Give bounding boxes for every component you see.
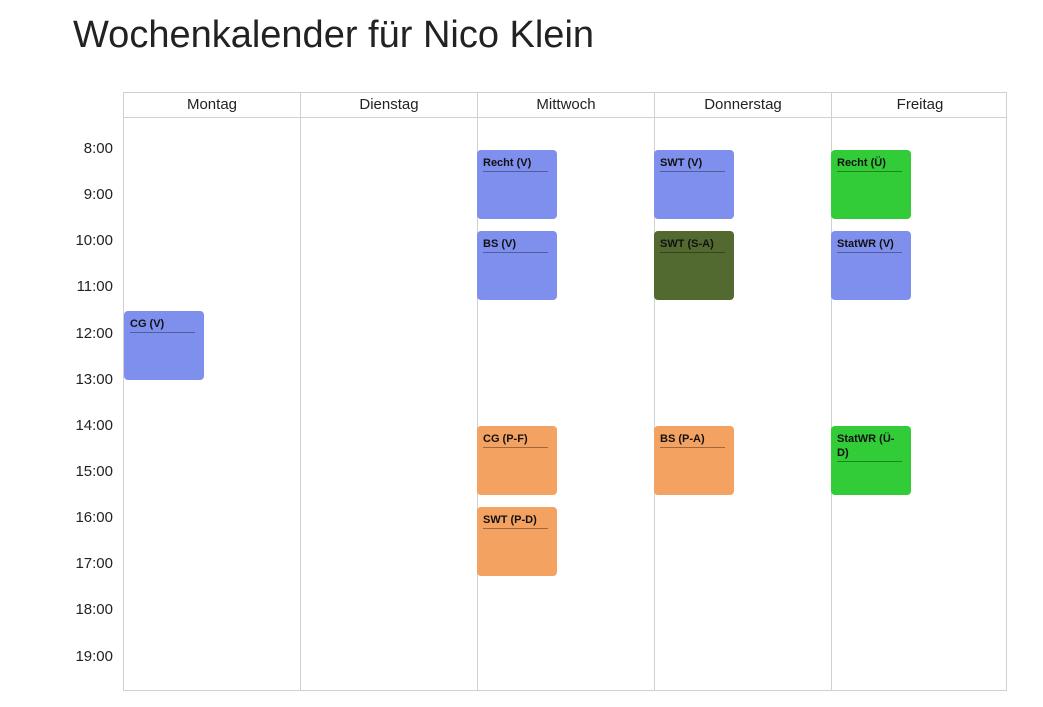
- page-title: Wochenkalender für Nico Klein: [73, 14, 595, 56]
- event-label: StatWR (V): [837, 237, 902, 253]
- event-freitag-statwr-v[interactable]: StatWR (V): [831, 231, 911, 300]
- day-header-freitag: Freitag: [896, 96, 944, 113]
- hour-label: 16:00: [75, 509, 113, 526]
- event-freitag-statwr-ued[interactable]: StatWR (Ü-D): [831, 426, 911, 495]
- hour-label: 12:00: [75, 325, 113, 342]
- column-divider: [831, 93, 832, 690]
- event-label: CG (P-F): [483, 432, 548, 448]
- event-donnerstag-bs-pa[interactable]: BS (P-A): [654, 426, 734, 495]
- event-montag-cg-v[interactable]: CG (V): [124, 311, 204, 380]
- day-header-montag: Montag: [186, 96, 238, 113]
- hour-label: 11:00: [76, 278, 113, 295]
- week-calendar: Montag Dienstag Mittwoch Donnerstag Frei…: [123, 92, 1007, 691]
- column-divider: [654, 93, 655, 690]
- day-header-mittwoch: Mittwoch: [536, 96, 596, 113]
- day-header-row: Montag Dienstag Mittwoch Donnerstag Frei…: [124, 93, 1006, 118]
- event-label: SWT (V): [660, 156, 725, 172]
- hour-label: 9:00: [83, 186, 113, 203]
- event-label: SWT (S-A): [660, 237, 725, 253]
- event-mittwoch-swt-pd[interactable]: SWT (P-D): [477, 507, 557, 576]
- event-label: SWT (P-D): [483, 513, 548, 529]
- hour-label: 18:00: [75, 601, 113, 618]
- event-donnerstag-swt-sa[interactable]: SWT (S-A): [654, 231, 734, 300]
- event-label: BS (P-A): [660, 432, 725, 448]
- hour-label: 15:00: [75, 463, 113, 480]
- event-mittwoch-cg-pf[interactable]: CG (P-F): [477, 426, 557, 495]
- day-header-donnerstag: Donnerstag: [704, 96, 782, 113]
- event-freitag-recht-ue[interactable]: Recht (Ü): [831, 150, 911, 219]
- event-label: BS (V): [483, 237, 548, 253]
- hour-label: 13:00: [75, 371, 113, 388]
- hour-label: 10:00: [75, 232, 113, 249]
- event-label: Recht (Ü): [837, 156, 902, 172]
- column-divider: [300, 93, 301, 690]
- event-label: StatWR (Ü-D): [837, 432, 902, 462]
- hour-label: 17:00: [75, 555, 113, 572]
- event-label: CG (V): [130, 317, 195, 333]
- event-donnerstag-swt-v[interactable]: SWT (V): [654, 150, 734, 219]
- day-header-dienstag: Dienstag: [359, 96, 419, 113]
- hour-label: 19:00: [75, 648, 113, 665]
- event-mittwoch-recht-v[interactable]: Recht (V): [477, 150, 557, 219]
- hour-label: 8:00: [83, 140, 113, 157]
- event-mittwoch-bs-v[interactable]: BS (V): [477, 231, 557, 300]
- column-divider: [477, 93, 478, 690]
- hour-label: 14:00: [75, 417, 113, 434]
- event-label: Recht (V): [483, 156, 548, 172]
